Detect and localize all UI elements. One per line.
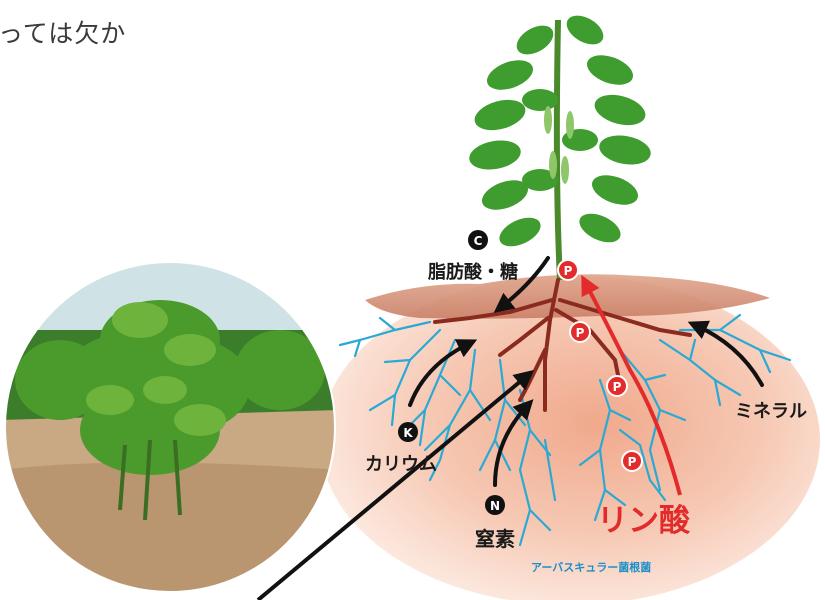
svg-text:C: C	[474, 234, 483, 248]
nitrogen-badge: N	[485, 495, 505, 515]
phosphate-badge: P	[558, 260, 578, 280]
phosphate-badge: P	[570, 322, 590, 342]
minerals-label: ミネラル	[735, 401, 807, 422]
phosphate-badge: P	[607, 376, 627, 396]
svg-text:P: P	[628, 455, 637, 469]
fungi-label: アーバスキュラー菌根菌	[531, 560, 651, 574]
carbon-badge: C	[468, 230, 488, 250]
nitrogen-label: 窒素	[475, 527, 515, 551]
svg-text:P: P	[576, 326, 585, 340]
potassium-label: カリウム	[365, 454, 437, 475]
svg-text:N: N	[490, 499, 500, 513]
svg-text:P: P	[564, 264, 573, 278]
svg-text:K: K	[403, 426, 413, 440]
soybean-plant-illustration	[467, 10, 653, 280]
phosphate-label: リン酸	[597, 503, 691, 539]
soil-region	[320, 275, 820, 600]
carbon-label: 脂肪酸・糖	[428, 261, 518, 283]
potassium-badge: K	[398, 422, 418, 442]
svg-text:P: P	[613, 380, 622, 394]
phosphate-badge: P	[622, 451, 642, 471]
